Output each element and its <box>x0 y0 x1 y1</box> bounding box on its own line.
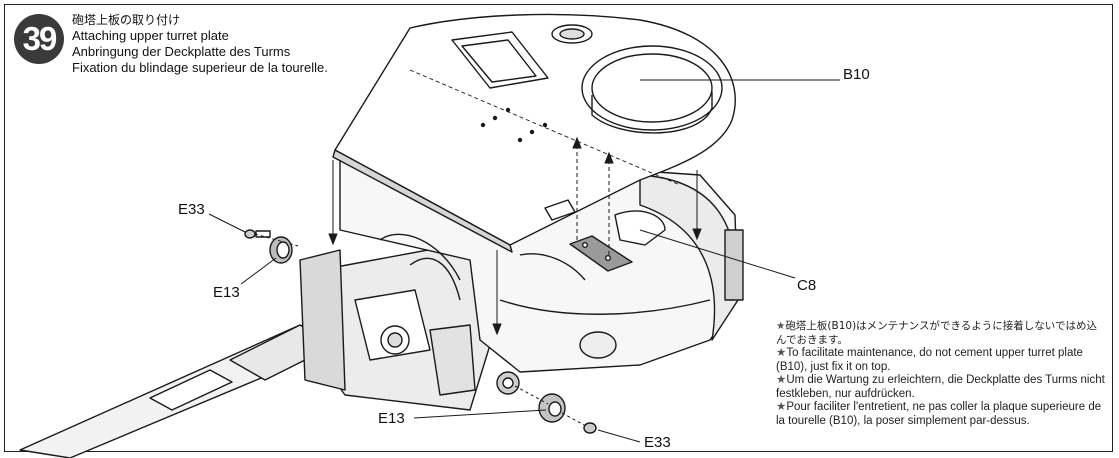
note-fr: ★Pour faciliter l'entretient, ne pas col… <box>776 401 1102 427</box>
label-e33-left: E33 <box>178 201 205 218</box>
step-title-de: Anbringung der Deckplatte des Turms <box>72 44 291 59</box>
gun-mantlet <box>299 244 491 411</box>
note-en: ★To facilitate maintenance, do not cemen… <box>776 347 1083 373</box>
label-c8: C8 <box>797 277 817 294</box>
note-de: ★Um die Wartung zu erleichtern, die Deck… <box>776 374 1105 400</box>
star-icon: ★ <box>776 320 786 332</box>
maintenance-notes: ★砲塔上板(B10)はメンテナンスができるように接着しないではめ込んでおきます。… <box>776 320 1106 428</box>
parts-e13-e33-left <box>244 229 293 264</box>
label-b10: B10 <box>843 66 870 83</box>
gun-barrel <box>19 324 341 458</box>
label-e13-left: E13 <box>213 284 240 301</box>
label-e33-bottom: E33 <box>644 434 671 451</box>
star-icon: ★ <box>776 374 787 386</box>
note-jp: ★砲塔上板(B10)はメンテナンスができるように接着しないではめ込んでおきます。 <box>776 320 1097 346</box>
parts-e13-e33-bottom <box>496 371 597 434</box>
step-number-badge: 39 <box>14 14 64 64</box>
step-titles: 砲塔上板の取り付け Attaching upper turret plate A… <box>72 12 328 76</box>
step-title-jp: 砲塔上板の取り付け <box>72 13 181 27</box>
step-title-en: Attaching upper turret plate <box>72 28 229 43</box>
step-title-fr: Fixation du blindage superieur de la tou… <box>72 60 328 75</box>
star-icon: ★ <box>776 401 787 413</box>
page-frame <box>4 4 1113 452</box>
part-c8 <box>569 235 633 272</box>
upper-turret-plate-b10 <box>332 13 736 253</box>
star-icon: ★ <box>776 347 787 359</box>
label-e13-bottom: E13 <box>378 410 405 427</box>
assembly-arrows <box>208 79 840 443</box>
